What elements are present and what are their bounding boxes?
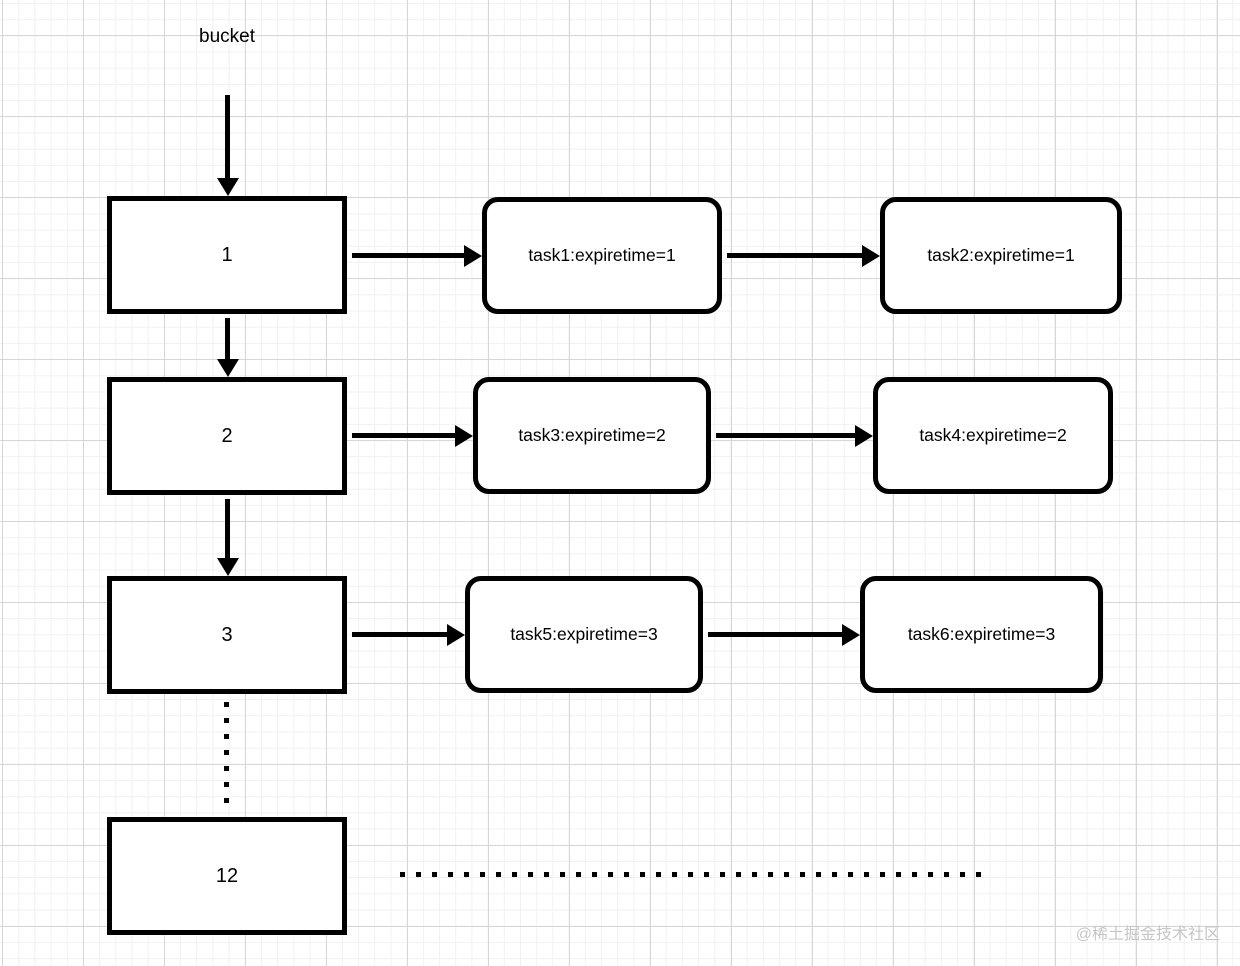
task-node-5: task5:expiretime=3 (465, 576, 703, 693)
arrow-bucket-to-slot1 (225, 95, 230, 178)
bucket-slot-1: 1 (107, 196, 347, 314)
arrow-slot1-to-task1 (352, 253, 464, 258)
arrow-slot2-to-task3 (352, 433, 455, 438)
task-node-2-label: task2:expiretime=1 (927, 245, 1075, 265)
bucket-slot-1-label: 1 (221, 243, 233, 266)
task-node-6-label: task6:expiretime=3 (907, 624, 1056, 644)
task-node-4-label: task4:expiretime=2 (919, 425, 1067, 445)
task-node-4: task4:expiretime=2 (873, 377, 1113, 494)
arrow-slot2-to-slot3 (225, 499, 230, 558)
bucket-slot-2-label: 2 (221, 424, 233, 447)
bucket-label: bucket (199, 26, 255, 47)
task-node-1: task1:expiretime=1 (482, 197, 722, 314)
arrow-task3-to-task4 (716, 433, 855, 438)
watermark-text: @稀土掘金技术社区 (1075, 926, 1220, 943)
bucket-slot-3-label: 3 (221, 623, 233, 646)
arrow-task1-to-task2 (727, 253, 862, 258)
task-node-2: task2:expiretime=1 (880, 197, 1122, 314)
task-node-3-label: task3:expiretime=2 (518, 425, 666, 445)
vertical-ellipsis-dots (224, 702, 229, 814)
horizontal-ellipsis-dots (400, 872, 986, 877)
arrow-slot1-to-slot2 (225, 318, 230, 359)
task-node-5-label: task5:expiretime=3 (510, 624, 658, 644)
bucket-slot-12-label: 12 (215, 864, 239, 887)
arrow-task5-to-task6 (708, 632, 842, 637)
arrow-slot3-to-task5 (352, 632, 447, 637)
task-node-6: task6:expiretime=3 (860, 576, 1103, 693)
task-node-3: task3:expiretime=2 (473, 377, 711, 494)
bucket-slot-2: 2 (107, 377, 347, 495)
bucket-slot-3: 3 (107, 576, 347, 694)
task-node-1-label: task1:expiretime=1 (528, 245, 676, 265)
bucket-slot-12: 12 (107, 817, 347, 935)
